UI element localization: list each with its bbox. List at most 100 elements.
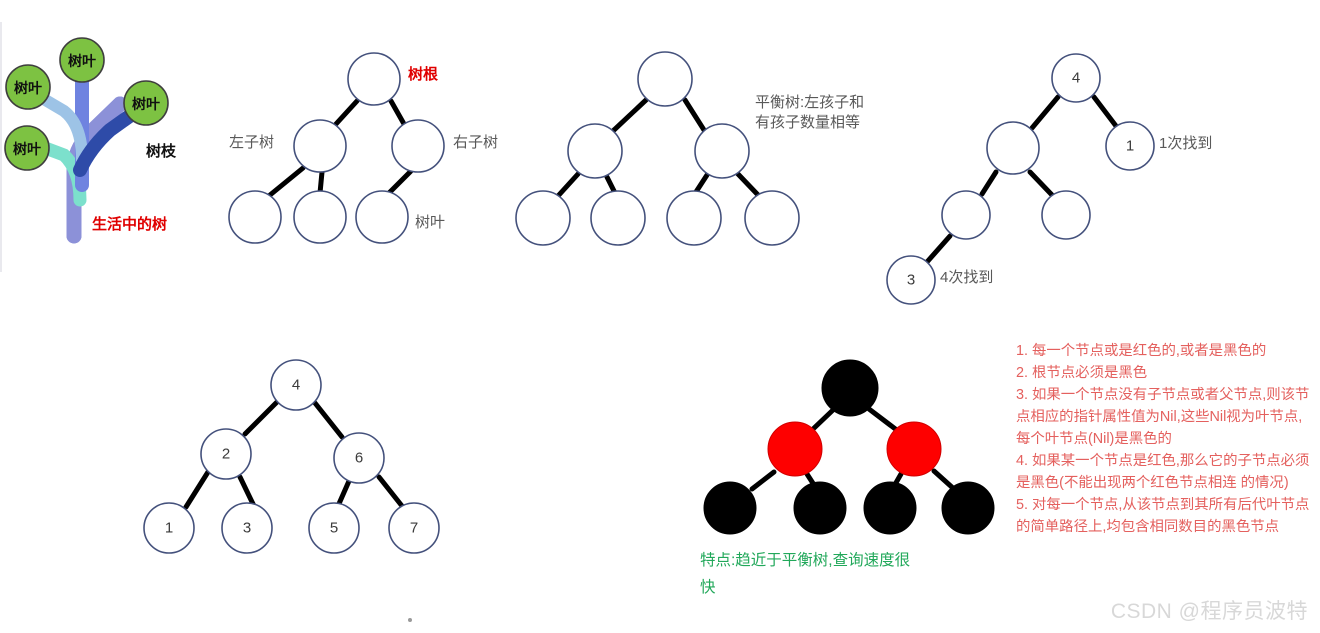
left-subtree-label: 左子树 (229, 134, 275, 151)
tree-edge (1029, 94, 1061, 131)
node-label: 1 (165, 520, 173, 537)
leaf-circle (123, 80, 169, 126)
tree-edge (804, 471, 819, 491)
leaf-node: 树叶 (123, 80, 169, 126)
rb-node-black (941, 481, 995, 535)
tree-node (694, 123, 750, 179)
node-label: 5 (330, 520, 338, 537)
tree-edge (931, 468, 957, 492)
node-circle-root (637, 51, 693, 107)
leaf-circle (59, 37, 105, 83)
tree-node: 4 (270, 359, 322, 411)
node-circle (986, 121, 1040, 175)
node-circle (886, 255, 936, 305)
red-black-tree-note: 特点:趋近于平衡树,查询速度很 快 (700, 552, 911, 596)
tree-node (637, 51, 693, 107)
node-label: 4 (1072, 70, 1080, 87)
tree-node: 6 (333, 432, 385, 484)
node-circle-right (391, 119, 445, 173)
tree-edge (237, 474, 257, 509)
rb-node-black (863, 481, 917, 535)
node-circle (941, 190, 991, 240)
tree-node: 1 (143, 502, 195, 554)
tree-edge (317, 169, 325, 196)
node-circle (333, 432, 385, 484)
leaf-circle-label: 树叶 (68, 53, 96, 69)
branch-dark-blue (73, 103, 145, 177)
tree-node (515, 190, 571, 246)
rb-node-black-root (821, 359, 879, 417)
right-subtree-label: 右子树 (453, 134, 499, 151)
tree-node (666, 190, 722, 246)
leaf-circle-label: 树叶 (13, 141, 41, 157)
node-circle-leaf (228, 190, 282, 244)
node-circle (694, 123, 750, 179)
node-circle (1105, 121, 1155, 171)
branch-text-label: 树枝 (146, 143, 177, 160)
branch-arrowhead (120, 92, 142, 114)
tree-node (228, 190, 282, 244)
red-black-tree-rules: 1. 每一个节点或是红色的,或者是黑色的 2. 根节点必须是黑色 3. 如果一个… (1016, 343, 1310, 536)
tree-edge (735, 171, 762, 199)
tree-node: 3 (221, 502, 273, 554)
tree-node (391, 119, 445, 173)
tree-edge (866, 406, 901, 434)
tree-edge (267, 165, 306, 198)
node-circle (200, 428, 252, 480)
tree-edge (1027, 169, 1055, 198)
tree-edge (333, 98, 360, 127)
tree-node: 1 (1105, 121, 1155, 171)
node-label: 6 (355, 450, 363, 467)
tree-edge (385, 168, 414, 197)
node-circle (221, 502, 273, 554)
tree-edge (979, 169, 999, 197)
tree-node: 5 (308, 502, 360, 554)
root-label: 树根 (408, 66, 439, 83)
found-once-label: 1次找到 (1159, 135, 1213, 152)
tree-edge (335, 478, 352, 509)
tree-edge (682, 97, 707, 133)
tree-edge (691, 172, 710, 198)
node-circle-leaf (355, 190, 409, 244)
node-label: 3 (243, 520, 251, 537)
leaf-node-label: 树叶 (415, 214, 446, 231)
tree-node (986, 121, 1040, 175)
node-label: 4 (292, 377, 300, 394)
tree-edge (749, 469, 777, 492)
tree-node (347, 52, 401, 106)
node-label: 3 (907, 272, 915, 289)
tree-edge (388, 98, 407, 127)
tree-edge (924, 233, 953, 265)
leaf-node: 树叶 (59, 37, 105, 83)
node-label: 1 (1126, 138, 1134, 155)
left-divider-rule (0, 22, 2, 272)
balanced-tree-note: 平衡树:左孩子和 有孩子数量相等 (755, 94, 865, 131)
node-circle (1041, 190, 1091, 240)
tree-edge (604, 174, 619, 198)
node-circle (143, 502, 195, 554)
leaf-node: 树叶 (4, 125, 50, 171)
tree-edge (242, 399, 280, 437)
node-circle (590, 190, 646, 246)
tree-edge (890, 471, 904, 491)
tree-node (293, 119, 347, 173)
tree-edge (809, 407, 836, 433)
leaf-circle-label: 树叶 (132, 96, 160, 112)
csdn-watermark: CSDN @程序员波特 (1110, 600, 1308, 623)
tree-edge (312, 400, 345, 440)
tree-node: 7 (388, 502, 440, 554)
rb-node-red (886, 421, 942, 477)
real-tree-title: 生活中的树 (92, 216, 168, 233)
node-circle-left (293, 119, 347, 173)
node-circle-root (270, 359, 322, 411)
tree-node (293, 190, 347, 244)
node-label: 7 (410, 520, 418, 537)
tree-node (355, 190, 409, 244)
node-circle (388, 502, 440, 554)
node-circle-leaf (293, 190, 347, 244)
tree-node: 4 (1051, 53, 1101, 103)
node-label: 2 (222, 446, 230, 463)
leaf-circle (5, 64, 51, 110)
tree-node: 3 (886, 255, 936, 305)
